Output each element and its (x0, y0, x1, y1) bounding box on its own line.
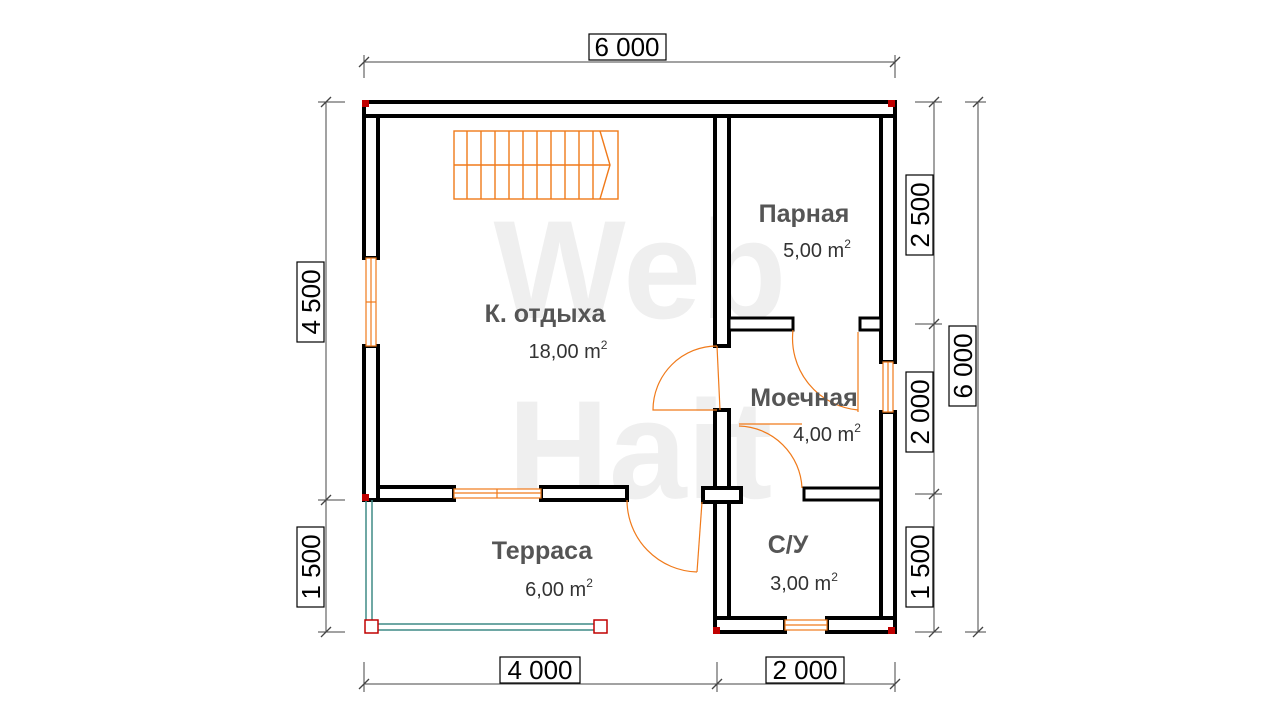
corner-markers (362, 100, 895, 634)
wall-wc-bottom-left (713, 616, 787, 634)
wall-steam-wash-left (727, 316, 795, 332)
windows (365, 257, 894, 631)
dim-right-total: 6 000 (948, 333, 978, 398)
dim-right-su: 1 500 (905, 534, 935, 599)
terrace-railing (364, 500, 608, 634)
wall-left-lower (362, 344, 380, 502)
dimension-lines (318, 55, 986, 692)
wall-steam-wash-right (858, 316, 883, 332)
terrace-post-right (593, 619, 608, 634)
window-wc-bottom (784, 619, 828, 631)
wall-rest-bottom-right (539, 485, 629, 502)
window-rest-bottom (453, 488, 542, 499)
wall-right-upper (879, 114, 897, 364)
wall-inner-lower (713, 500, 731, 634)
door-wc (738, 423, 803, 489)
terrace-post-left (364, 619, 379, 634)
wall-inner-middle (713, 408, 731, 490)
window-wash-right (882, 361, 894, 413)
wall-rest-bottom-left (376, 485, 456, 502)
room-name-wc: С/У (768, 531, 809, 559)
room-area-wash: 4,00 m2 (793, 421, 861, 446)
room-name-terrace: Терраса (492, 537, 594, 565)
door-steam (791, 329, 859, 412)
room-area-terrace: 6,00 m2 (525, 576, 593, 601)
dim-bottom-right: 2 000 (772, 655, 837, 685)
wall-inner-stub (701, 486, 743, 504)
dim-right-moechnaya: 2 000 (905, 379, 935, 444)
room-name-rest: К. отдыха (485, 300, 607, 328)
doors (626, 329, 859, 573)
wall-wash-wc (802, 486, 883, 502)
dim-top-total: 6 000 (594, 32, 659, 62)
dim-left-main: 4 500 (296, 269, 326, 334)
wall-top (362, 100, 897, 118)
room-labels: К. отдыха 18,00 m2 Парная 5,00 m2 Моечна… (485, 200, 862, 601)
room-area-wc: 3,00 m2 (770, 570, 838, 595)
dim-right-parnaya: 2 500 (905, 182, 935, 247)
wall-wc-bottom-right (825, 616, 897, 634)
wall-inner-upper (713, 114, 731, 348)
wall-left-upper (362, 114, 380, 260)
wall-right-lower (879, 410, 897, 634)
window-left (365, 257, 377, 347)
staircase (453, 130, 619, 200)
door-terrace (626, 499, 703, 573)
room-name-wash: Моечная (750, 384, 857, 412)
walls (362, 100, 897, 634)
room-area-steam: 5,00 m2 (783, 237, 851, 262)
dimension-labels: 6 000 4 000 2 000 4 500 1 500 2 500 2 00… (296, 32, 978, 685)
dim-left-terrace: 1 500 (296, 534, 326, 599)
door-rest-wash (652, 345, 721, 411)
room-name-steam: Парная (759, 200, 850, 228)
watermark-line-2: Hait (508, 371, 772, 528)
room-area-rest: 18,00 m2 (529, 338, 608, 363)
dim-bottom-left: 4 000 (507, 655, 572, 685)
